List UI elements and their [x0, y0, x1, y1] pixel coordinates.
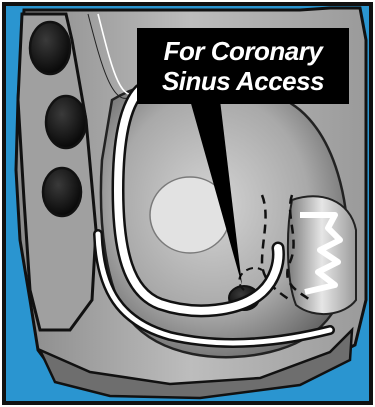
callout-line-1: For Coronary	[164, 36, 323, 66]
vessel-opening-1	[30, 22, 70, 74]
callout-line-2: Sinus Access	[162, 66, 324, 96]
vessel-opening-2	[46, 96, 86, 148]
vessel-opening-3	[43, 168, 81, 216]
callout-label: For Coronary Sinus Access	[137, 28, 349, 104]
